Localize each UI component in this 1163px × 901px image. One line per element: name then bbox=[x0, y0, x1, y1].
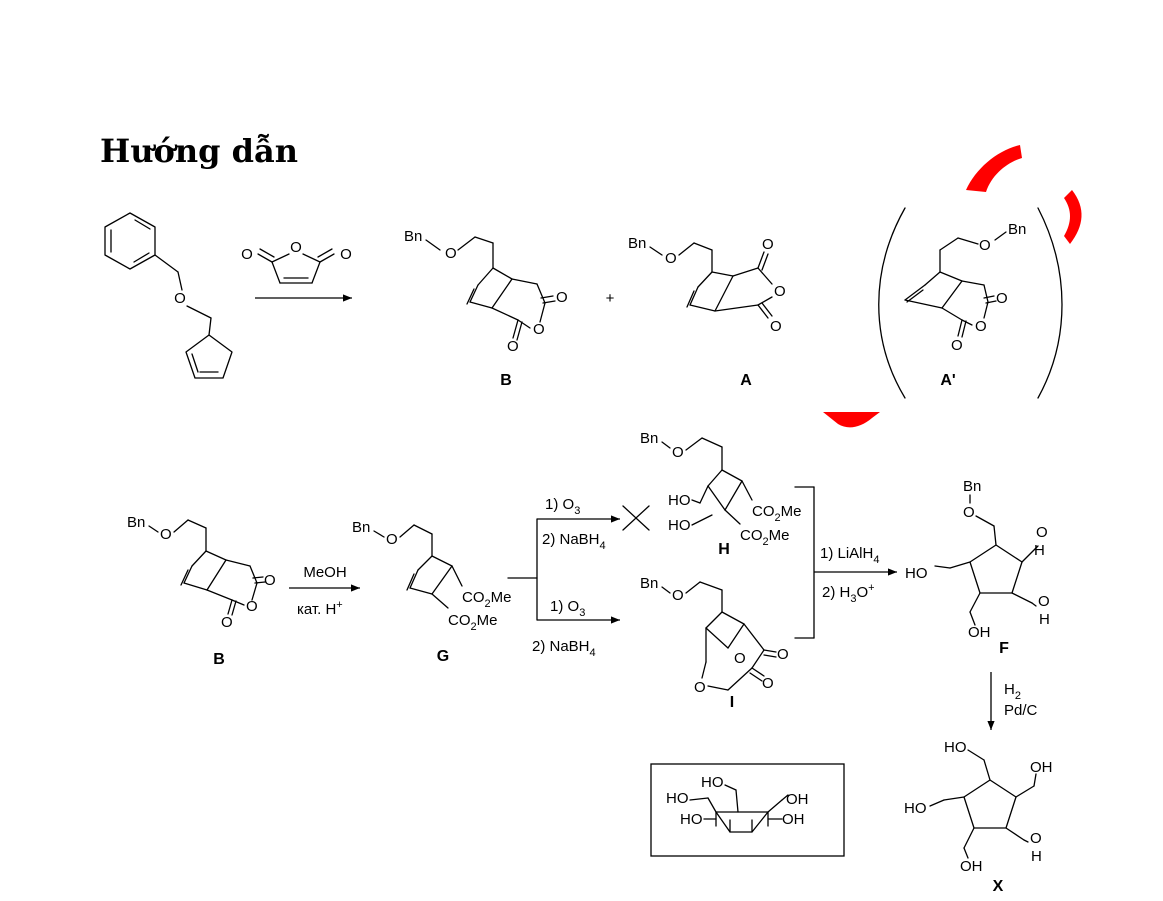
benzyl-label: Bn bbox=[963, 478, 981, 495]
starting-diene-structure: O bbox=[104, 212, 233, 379]
hydroxyl-hydrogen: H bbox=[1034, 542, 1045, 559]
condition-ozone-bottom: 1) O3 bbox=[550, 598, 585, 619]
ether-oxygen: O bbox=[445, 245, 457, 262]
ether-oxygen: O bbox=[386, 531, 398, 548]
hydroxyl-left: HO bbox=[905, 565, 928, 582]
hydroxyl-oxygen: O bbox=[1030, 830, 1042, 847]
compound-label-H: H bbox=[718, 541, 730, 558]
carbonyl-oxygen: O bbox=[762, 236, 774, 253]
hydroxyl-top-left: HO bbox=[944, 739, 967, 756]
ring-oxygen: O bbox=[774, 283, 786, 300]
ether-oxygen: O bbox=[160, 526, 172, 543]
compound-label-A-prime: A' bbox=[940, 372, 955, 389]
hydroxyl-hydrogen: H bbox=[1031, 848, 1042, 865]
ester-group-lower: CO2Me bbox=[448, 612, 497, 633]
carbonyl-oxygen: O bbox=[507, 338, 519, 355]
compound-G-structure: Bn O CO2Me CO2Me G bbox=[352, 519, 511, 665]
condition-hydrogen: H2 bbox=[1004, 681, 1021, 702]
lactone-oxygen: O bbox=[694, 679, 706, 696]
hydroxyl-bottom: OH bbox=[960, 858, 983, 875]
hydroxyl-lower: HO bbox=[668, 517, 691, 534]
branch-connector bbox=[507, 518, 538, 621]
ring-oxygen: O bbox=[533, 321, 545, 338]
carbonyl-oxygen: O bbox=[762, 675, 774, 692]
blocked-cross-mark bbox=[622, 505, 650, 531]
hydroxyl-top-right: OH bbox=[1030, 759, 1053, 776]
ester-group-upper: CO2Me bbox=[462, 589, 511, 610]
condition-catalyst: кат. H+ bbox=[297, 599, 343, 618]
compound-F-structure: Bn O O H HO OH O H F bbox=[905, 478, 1050, 657]
compound-label-B: B bbox=[500, 372, 512, 389]
ether-oxygen: O bbox=[963, 504, 975, 521]
benzyl-label: Bn bbox=[1008, 221, 1026, 238]
carbonyl-oxygen: O bbox=[996, 290, 1008, 307]
page-heading: Hướng dẫn bbox=[100, 132, 298, 170]
hydroxyl-oxygen: O bbox=[1036, 524, 1048, 541]
benzyl-label: Bn bbox=[404, 228, 422, 245]
condition-nabh4-bottom: 2) NaBH4 bbox=[532, 638, 596, 659]
compound-label-I: I bbox=[730, 694, 734, 711]
product-B-structure: Bn O O O O B bbox=[404, 228, 568, 389]
hydroxyl-hydrogen: H bbox=[1039, 611, 1050, 628]
ester-group-lower: CO2Me bbox=[740, 527, 789, 548]
benzyl-label: Bn bbox=[640, 430, 658, 447]
carbonyl-oxygen: O bbox=[770, 318, 782, 335]
red-arc-decoration bbox=[823, 145, 1082, 428]
compound-X-structure: HO OH HO OH O H X bbox=[904, 739, 1053, 895]
ring-oxygen: O bbox=[975, 318, 987, 335]
ether-oxygen: O bbox=[672, 444, 684, 461]
reduction-bracket bbox=[794, 486, 815, 639]
hydroxyl-left: HO bbox=[904, 800, 927, 817]
condition-ozone-top: 1) O3 bbox=[545, 496, 580, 517]
compound-label-X: X bbox=[993, 878, 1004, 895]
ether-oxygen: O bbox=[665, 250, 677, 267]
hydroxyl-lower-right: OH bbox=[782, 811, 805, 828]
chair-conformation-box: HO HO HO OH OH bbox=[650, 763, 845, 857]
benzyl-label: Bn bbox=[352, 519, 370, 536]
carbonyl-oxygen: O bbox=[556, 289, 568, 306]
condition-lialh4: 1) LiAlH4 bbox=[820, 545, 879, 566]
compound-label-F: F bbox=[999, 640, 1009, 657]
maleic-anhydride-structure: O O O bbox=[241, 239, 352, 284]
compound-label-B-row2: B bbox=[213, 651, 225, 668]
ring-oxygen: O bbox=[290, 239, 302, 256]
condition-acid: 2) H3O+ bbox=[822, 582, 875, 605]
ring-oxygen: O bbox=[246, 598, 258, 615]
hydroxyl-upper: HO bbox=[668, 492, 691, 509]
condition-pd-catalyst: Pd/C bbox=[1004, 702, 1038, 719]
carbonyl-oxygen: O bbox=[264, 572, 276, 589]
ester-group-upper: CO2Me bbox=[752, 503, 801, 524]
carbonyl-oxygen: O bbox=[777, 646, 789, 663]
compound-H-structure: Bn O HO HO CO2Me CO2Me H bbox=[640, 430, 801, 558]
hydroxyl-top: HO bbox=[701, 774, 724, 791]
compound-B-row2-structure: Bn O O O O B bbox=[127, 514, 276, 668]
carbonyl-oxygen-left: O bbox=[241, 246, 253, 263]
ether-oxygen: O bbox=[672, 587, 684, 604]
ether-oxygen: O bbox=[174, 290, 186, 307]
hydroxyl-lower-left: HO bbox=[680, 811, 703, 828]
carbonyl-oxygen: O bbox=[951, 337, 963, 354]
hydroxyl-oxygen: O bbox=[1038, 593, 1050, 610]
condition-methanol: MeOH bbox=[303, 564, 346, 581]
compound-label-G: G bbox=[437, 648, 449, 665]
product-A-structure: Bn O O O O A bbox=[628, 235, 786, 389]
compound-label-A: A bbox=[740, 372, 752, 389]
benzyl-label: Bn bbox=[127, 514, 145, 531]
plus-sign: + bbox=[606, 290, 615, 307]
carbonyl-oxygen-right: O bbox=[340, 246, 352, 263]
hydroxyl-bottom: OH bbox=[968, 624, 991, 641]
condition-nabh4-top: 2) NaBH4 bbox=[542, 531, 606, 552]
product-A-prime-structure: Bn O O O O A' bbox=[878, 207, 1063, 399]
benzyl-label: Bn bbox=[640, 575, 658, 592]
carbonyl-oxygen: O bbox=[221, 614, 233, 631]
hydroxyl-upper-left: HO bbox=[666, 790, 689, 807]
ether-oxygen: O bbox=[979, 237, 991, 254]
compound-I-structure: Bn O O O O O I bbox=[640, 575, 789, 711]
hydroxyl-upper-right: OH bbox=[786, 791, 809, 808]
lactone-oxygen: O bbox=[734, 650, 746, 667]
benzyl-label: Bn bbox=[628, 235, 646, 252]
